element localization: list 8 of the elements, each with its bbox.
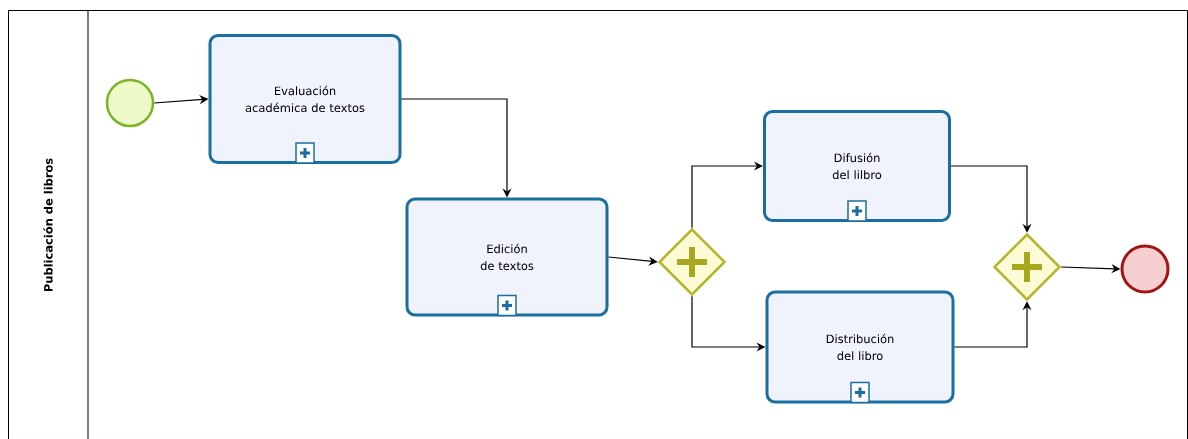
task-box: Edición de textos: [405, 197, 609, 317]
lane-label: Publicación de libros: [43, 158, 53, 292]
task-box: Difusión del lilbro: [763, 110, 951, 222]
task-box: Distribución del libro: [765, 290, 955, 404]
event-circle: [1120, 244, 1170, 294]
arrow: [691, 161, 763, 229]
event-circle: [105, 78, 155, 128]
task-box: Evaluación académica de textos: [208, 34, 402, 164]
